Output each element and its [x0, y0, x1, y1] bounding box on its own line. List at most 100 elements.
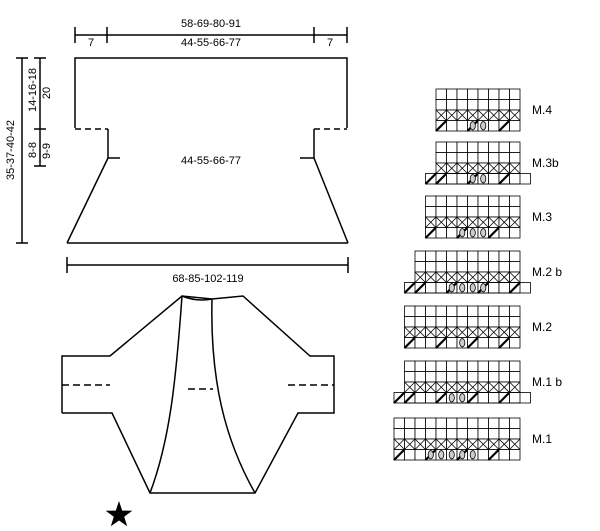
- chart-cell: [435, 261, 447, 273]
- chart-cell: [467, 88, 479, 100]
- diagonal-stitch: [393, 391, 406, 404]
- chart-label: M.4: [532, 103, 552, 117]
- cross-mark: [446, 438, 458, 450]
- chart-cell: [467, 305, 479, 317]
- cross-mark: [488, 326, 500, 338]
- oval-stitch: [469, 121, 476, 131]
- chart-cell: [488, 337, 500, 349]
- diagonal-stitch: [424, 226, 437, 239]
- chart-cell: [509, 428, 521, 440]
- chart-m-3: M.3: [424, 195, 552, 239]
- chart-cell: [509, 120, 521, 132]
- oval-stitch: [469, 283, 476, 293]
- diagonal-stitch: [508, 281, 521, 294]
- cross-mark: [446, 326, 458, 338]
- chart-cell: [446, 99, 458, 111]
- chart-cell: [456, 88, 468, 100]
- oval-stitch: [438, 450, 445, 460]
- chart-cell: [509, 261, 521, 273]
- chart-cell: [509, 152, 521, 164]
- label-mid-height-a: 8-8: [27, 142, 39, 158]
- cross-mark: [425, 381, 437, 393]
- cross-mark: [509, 109, 521, 121]
- cross-mark: [477, 109, 489, 121]
- cross-mark: [435, 162, 447, 174]
- chart-cell: [467, 206, 479, 218]
- chart-cell: [488, 88, 500, 100]
- chart-cell: [446, 417, 458, 429]
- cross-mark: [477, 271, 489, 283]
- chart-cell: [467, 141, 479, 153]
- chart-cell: [477, 261, 489, 273]
- cross-mark: [477, 381, 489, 393]
- cross-mark: [467, 438, 479, 450]
- chart-cell: [498, 99, 510, 111]
- chart-cell: [498, 316, 510, 328]
- chart-cell: [446, 227, 458, 239]
- chart-cell: [477, 99, 489, 111]
- diagonal-stitch: [435, 172, 448, 185]
- chart-cell: [498, 141, 510, 153]
- chart-cell: [488, 206, 500, 218]
- chart-cell: [435, 371, 447, 383]
- chart-cell: [488, 261, 500, 273]
- chart-cell: [425, 206, 437, 218]
- oval-stitch: [469, 450, 476, 460]
- label-bottom-width: 68-85-102-119: [172, 273, 243, 285]
- chart-cell: [488, 392, 500, 404]
- cross-mark: [509, 162, 521, 174]
- diagonal-stitch: [435, 336, 448, 349]
- cross-mark: [488, 162, 500, 174]
- chart-cell: [509, 88, 521, 100]
- chart-label: M.2: [532, 320, 552, 334]
- chart-cell: [435, 152, 447, 164]
- chart-cell: [509, 449, 521, 461]
- chart-cell: [393, 417, 405, 429]
- chart-cell: [477, 141, 489, 153]
- chart-cell: [414, 261, 426, 273]
- chart-cell: [467, 152, 479, 164]
- cross-mark: [498, 381, 510, 393]
- label-upper-height: 14-16-18: [27, 68, 39, 112]
- chart-cell: [509, 206, 521, 218]
- cross-mark: [446, 381, 458, 393]
- chart-cell: [467, 316, 479, 328]
- chart-cell: [509, 195, 521, 207]
- cross-mark: [509, 216, 521, 228]
- cross-mark: [477, 438, 489, 450]
- chart-cell: [456, 99, 468, 111]
- chart-cell: [435, 195, 447, 207]
- chart-cell: [414, 417, 426, 429]
- chart-cell: [456, 261, 468, 273]
- oval-stitch: [459, 393, 466, 403]
- front-edge-right: [211, 298, 256, 494]
- chart-cell: [456, 141, 468, 153]
- cross-mark: [477, 162, 489, 174]
- cross-mark: [498, 271, 510, 283]
- chart-cell: [446, 305, 458, 317]
- cross-mark: [488, 216, 500, 228]
- chart-cell: [498, 227, 510, 239]
- label-total-height: 35-37-40-42: [5, 120, 17, 180]
- offset-row: [393, 392, 531, 404]
- diagonal-stitch: [403, 281, 416, 294]
- label-mid-width: 44-55-66-77: [181, 155, 241, 167]
- cross-mark: [498, 216, 510, 228]
- chart-cell: [498, 261, 510, 273]
- chart-cell: [425, 371, 437, 383]
- chart-cell: [488, 141, 500, 153]
- cross-mark: [456, 162, 468, 174]
- chart-cell: [446, 428, 458, 440]
- chart-cell: [435, 417, 447, 429]
- diagonal-stitch: [393, 448, 406, 461]
- chart-cell: [509, 417, 521, 429]
- cross-mark: [498, 326, 510, 338]
- oval-stitch: [480, 283, 487, 293]
- chart-cell: [467, 371, 479, 383]
- chart-cell: [509, 337, 521, 349]
- chart-cell: [414, 392, 426, 404]
- oval-stitch: [448, 283, 455, 293]
- chart-cell: [498, 449, 510, 461]
- cross-mark: [456, 381, 468, 393]
- cross-mark: [414, 271, 426, 283]
